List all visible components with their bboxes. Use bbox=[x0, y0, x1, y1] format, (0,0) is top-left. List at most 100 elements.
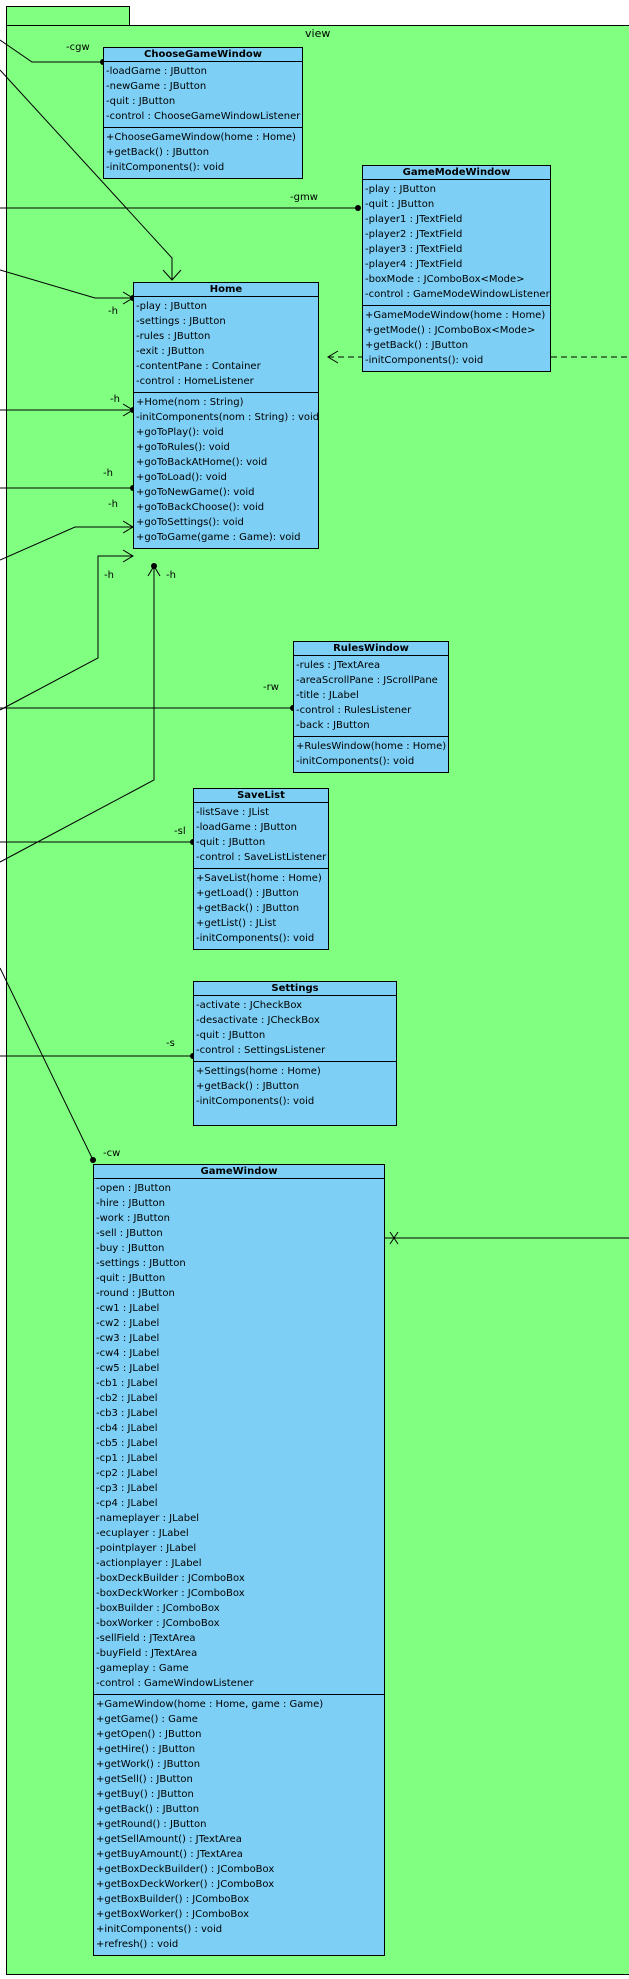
attribute: -cp2 : JLabel bbox=[96, 1468, 158, 1479]
operation: +getSellAmount() : JTextArea bbox=[96, 1834, 242, 1845]
operation: +initComponents() : void bbox=[96, 1924, 223, 1935]
attribute: -buy : JButton bbox=[96, 1243, 165, 1254]
operation: +getBack() : JButton bbox=[196, 1081, 300, 1092]
class-gamewindow[interactable]: GameWindow -open : JButton -hire : JButto… bbox=[93, 1164, 385, 1956]
link-h6 bbox=[0, 566, 155, 863]
role-label-sl: -sl bbox=[174, 826, 186, 837]
attribute: -player3 : JTextField bbox=[365, 244, 463, 255]
attribute: -open : JButton bbox=[96, 1183, 171, 1194]
attribute: -cp3 : JLabel bbox=[96, 1483, 158, 1494]
attribute: -cp4 : JLabel bbox=[96, 1498, 158, 1509]
operation: +goToBackChoose(): void bbox=[136, 502, 265, 513]
operation: +getBuy() : JButton bbox=[96, 1789, 194, 1800]
attribute: -cb3 : JLabel bbox=[96, 1408, 158, 1419]
attribute: -rules : JTextArea bbox=[296, 660, 381, 671]
attribute: -cw5 : JLabel bbox=[96, 1363, 160, 1374]
operation: +goToGame(game : Game): void bbox=[136, 532, 301, 543]
attribute: -control : HomeListener bbox=[136, 376, 254, 387]
class-choosegamewindow[interactable]: ChooseGameWindow -loadGame : JButton -ne… bbox=[103, 47, 303, 179]
operation: +ChooseGameWindow(home : Home) bbox=[106, 132, 296, 143]
operation: +getMode() : JComboBox<Mode> bbox=[365, 325, 536, 336]
attribute: -play : JButton bbox=[136, 301, 207, 312]
operation: +goToNewGame(): void bbox=[136, 487, 255, 498]
attribute: -rules : JButton bbox=[136, 331, 211, 342]
operation: +Settings(home : Home) bbox=[196, 1066, 321, 1077]
role-label-h5: -h bbox=[104, 570, 114, 581]
operation: +getRound() : JButton bbox=[96, 1819, 207, 1830]
attribute: -control : RulesListener bbox=[296, 705, 412, 716]
operation: +goToRules(): void bbox=[136, 442, 230, 453]
operation: -initComponents(): void bbox=[196, 933, 315, 944]
attributes: -open : JButton-hire : JButton-work : JB… bbox=[94, 1179, 384, 1694]
attribute: -boxMode : JComboBox<Mode> bbox=[365, 274, 525, 285]
operation: +getBack() : JButton bbox=[96, 1804, 200, 1815]
operation: +getBack() : JButton bbox=[365, 340, 469, 351]
class-home[interactable]: Home -play : JButton -settings : JButton… bbox=[133, 282, 319, 549]
operation: +Home(nom : String) bbox=[136, 397, 244, 408]
attribute: -player4 : JTextField bbox=[365, 259, 463, 270]
operation: +getBoxDeckWorker() : JComboBox bbox=[96, 1879, 275, 1890]
operation: +getList() : JList bbox=[196, 918, 277, 929]
operation: +getWork() : JButton bbox=[96, 1759, 201, 1770]
operation: -initComponents(): void bbox=[365, 355, 484, 366]
attribute: -cw4 : JLabel bbox=[96, 1348, 160, 1359]
role-label-h2: -h bbox=[110, 394, 120, 405]
class-savelist[interactable]: SaveList -listSave : JList -loadGame : J… bbox=[193, 788, 329, 950]
attribute: -control : SaveListListener bbox=[196, 852, 327, 863]
class-name: SaveList bbox=[194, 789, 328, 803]
attribute: -back : JButton bbox=[296, 720, 370, 731]
attribute: -contentPane : Container bbox=[136, 361, 261, 372]
class-gamemodewindow[interactable]: GameModeWindow -play : JButton -quit : J… bbox=[362, 165, 551, 372]
operations: +RulesWindow(home : Home) -initComponent… bbox=[294, 736, 448, 772]
link-cgw bbox=[0, 39, 103, 63]
class-name: Home bbox=[134, 283, 318, 297]
attribute: -loadGame : JButton bbox=[106, 66, 207, 77]
link-h4 bbox=[0, 526, 133, 561]
attribute: -nameplayer : JLabel bbox=[96, 1513, 200, 1524]
role-label-h4: -h bbox=[108, 499, 118, 510]
attribute: -cw3 : JLabel bbox=[96, 1333, 160, 1344]
operation: +getBack() : JButton bbox=[106, 147, 210, 158]
operation: -initComponents(nom : String) : void bbox=[136, 412, 319, 423]
attribute: -quit : JButton bbox=[196, 837, 266, 848]
attributes: -play : JButton -settings : JButton -rul… bbox=[134, 297, 318, 392]
class-name: GameWindow bbox=[94, 1165, 384, 1179]
role-label-cw: -cw bbox=[103, 1148, 121, 1159]
role-label-h6: -h bbox=[166, 570, 176, 581]
operation: +getBuyAmount() : JTextArea bbox=[96, 1849, 243, 1860]
operations: +GameModeWindow(home : Home) +getMode() … bbox=[363, 305, 550, 371]
operation: +getSell() : JButton bbox=[96, 1774, 193, 1785]
attribute: -hire : JButton bbox=[96, 1198, 165, 1209]
attribute: -listSave : JList bbox=[196, 807, 269, 818]
attribute: -gameplay : Game bbox=[96, 1663, 189, 1674]
operation: +getBoxBuilder() : JComboBox bbox=[96, 1894, 250, 1905]
class-settings[interactable]: Settings -activate : JCheckBox -desactiv… bbox=[193, 981, 397, 1126]
link-cw bbox=[0, 967, 94, 1161]
attribute: -cb2 : JLabel bbox=[96, 1393, 158, 1404]
attribute: -quit : JButton bbox=[365, 199, 435, 210]
attribute: -control : ChooseGameWindowListener bbox=[106, 111, 301, 122]
attribute: -boxWorker : JComboBox bbox=[96, 1618, 220, 1629]
role-label-s: -s bbox=[166, 1038, 175, 1049]
operation: +getBack() : JButton bbox=[196, 903, 300, 914]
class-name: Settings bbox=[194, 982, 396, 996]
operations: +GameWindow(home : Home, game : Game) +ge… bbox=[94, 1694, 384, 1955]
operation: +GameModeWindow(home : Home) bbox=[365, 310, 546, 321]
operation: -initComponents(): void bbox=[296, 756, 415, 767]
operation: +GameWindow(home : Home, game : Game) bbox=[96, 1699, 324, 1710]
role-label-rw: -rw bbox=[263, 682, 279, 693]
attributes: -listSave : JList -loadGame : JButton -q… bbox=[194, 803, 328, 868]
attributes: -play : JButton -quit : JButton -player1… bbox=[363, 180, 550, 305]
package-label: view bbox=[305, 27, 331, 40]
operation: -initComponents(): void bbox=[196, 1096, 315, 1107]
class-ruleswindow[interactable]: RulesWindow -rules : JTextArea -areaScro… bbox=[293, 641, 449, 773]
attributes: -activate : JCheckBox -desactivate : JCh… bbox=[194, 996, 396, 1061]
attribute: -loadGame : JButton bbox=[196, 822, 297, 833]
attributes: -rules : JTextArea -areaScrollPane : JSc… bbox=[294, 656, 448, 736]
operations: +SaveList(home : Home) +getLoad() : JBut… bbox=[194, 868, 328, 949]
attribute: -cb5 : JLabel bbox=[96, 1438, 158, 1449]
link-home-top bbox=[0, 69, 173, 280]
attribute: -boxDeckWorker : JComboBox bbox=[96, 1588, 245, 1599]
operation: +goToBackAtHome(): void bbox=[136, 457, 268, 468]
operation: +refresh() : void bbox=[96, 1939, 179, 1950]
